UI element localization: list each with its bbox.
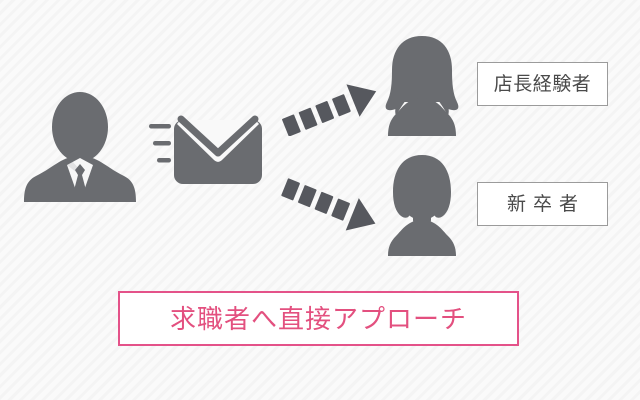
dashed-arrow-up-right-icon — [278, 74, 382, 136]
recipient-manager-icon — [372, 32, 472, 136]
banner-text: 求職者へ直接アプローチ — [169, 303, 467, 334]
dashed-arrow-down-right-icon — [278, 174, 382, 242]
label-box-graduate: 新卒者 — [477, 182, 608, 226]
sender-businessman-icon — [20, 82, 140, 202]
label-manager-text: 店長経験者 — [493, 73, 592, 95]
label-box-manager: 店長経験者 — [477, 62, 608, 106]
envelope-icon — [146, 112, 264, 190]
recipient-graduate-icon — [372, 152, 472, 256]
banner-direct-approach: 求職者へ直接アプローチ — [118, 291, 519, 346]
label-graduate-text: 新卒者 — [506, 193, 585, 215]
motion-lines-icon — [149, 124, 171, 163]
